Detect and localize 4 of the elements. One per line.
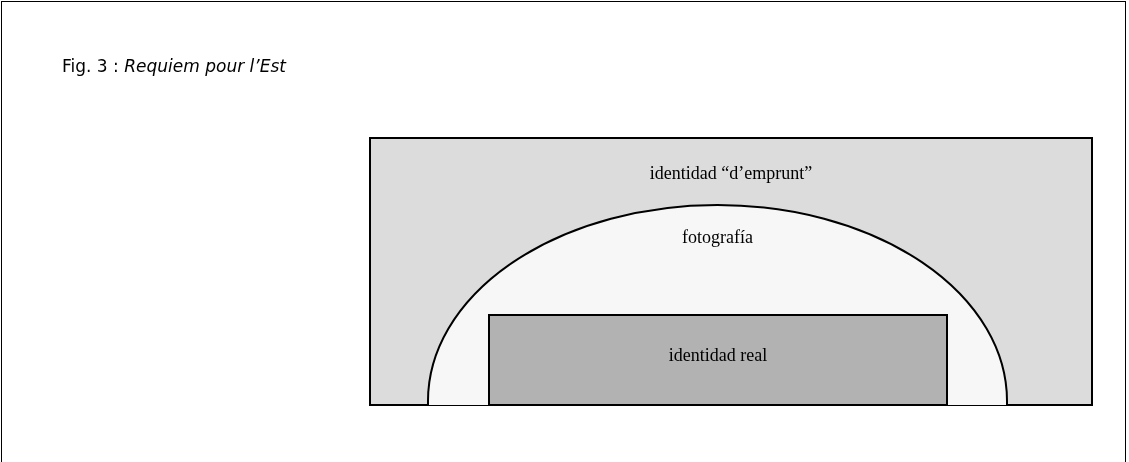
node-label: fotografía (682, 228, 753, 246)
figure-title: Fig. 3 : Requiem pour l’Est (62, 56, 286, 76)
node-label: identidad “d’emprunt” (649, 164, 813, 182)
node-label: identidad real (668, 346, 768, 364)
